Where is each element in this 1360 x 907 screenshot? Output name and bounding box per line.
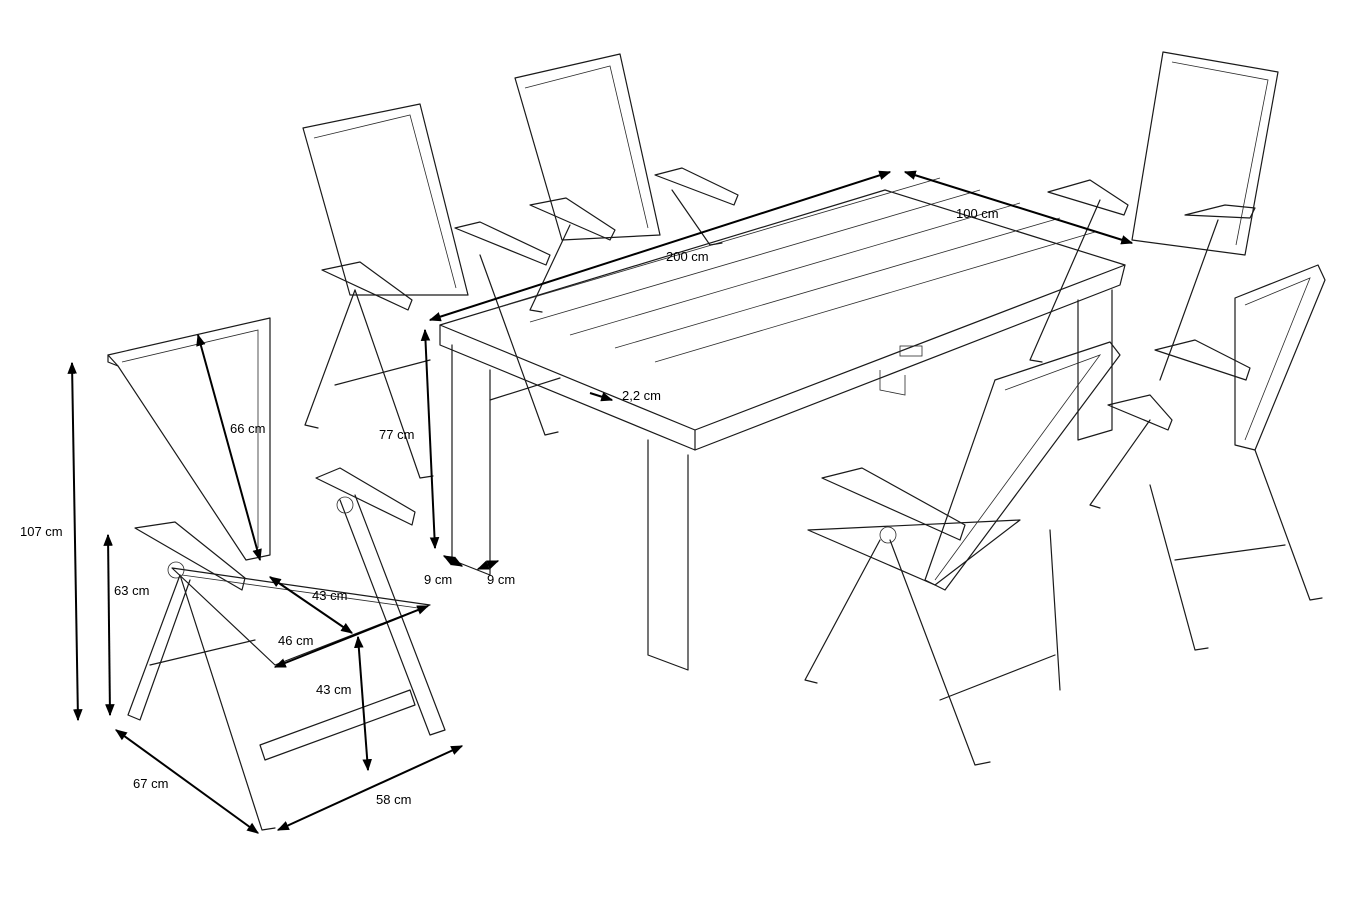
dim-line-58	[276, 745, 464, 831]
chair-front-right-2	[1089, 264, 1326, 651]
dim-line-66	[196, 333, 262, 562]
label-backrest-height: 66 cm	[230, 421, 265, 436]
chair-back-right	[1029, 51, 1279, 381]
label-seat-height: 43 cm	[316, 682, 351, 697]
label-chair-width: 58 cm	[376, 792, 411, 807]
label-chair-height: 107 cm	[20, 524, 63, 539]
label-top-thickness: 2,2 cm	[622, 388, 661, 403]
dimension-labels: 107 cm 66 cm 63 cm 43 cm 46 cm 43 cm 67 …	[20, 206, 999, 807]
label-table-height: 77 cm	[379, 427, 414, 442]
chair-front-right-1	[804, 341, 1121, 766]
label-leg-depth: 9 cm	[487, 572, 515, 587]
dim-line-43-depth	[269, 576, 353, 634]
label-seat-depth: 43 cm	[312, 588, 347, 603]
label-seat-width: 46 cm	[278, 633, 313, 648]
label-leg-width: 9 cm	[424, 572, 452, 587]
dimension-lines	[67, 170, 1134, 834]
label-table-length: 200 cm	[666, 249, 709, 264]
dim-line-9-b	[476, 560, 500, 570]
dim-line-107	[67, 361, 83, 722]
label-chair-depth: 67 cm	[133, 776, 168, 791]
dim-line-200	[428, 170, 892, 322]
dim-line-63	[103, 533, 115, 717]
chair-front-left	[107, 317, 446, 831]
dim-line-43-height	[354, 635, 372, 772]
dim-line-100	[903, 170, 1134, 245]
dim-line-2-2	[589, 392, 614, 402]
label-table-width: 100 cm	[956, 206, 999, 221]
dim-line-46	[273, 605, 430, 668]
dim-line-67	[115, 729, 259, 834]
chair-back-left-2	[514, 53, 739, 313]
dim-line-77	[420, 328, 440, 550]
label-armrest-height: 63 cm	[114, 583, 149, 598]
dim-line-9-a	[442, 555, 464, 567]
